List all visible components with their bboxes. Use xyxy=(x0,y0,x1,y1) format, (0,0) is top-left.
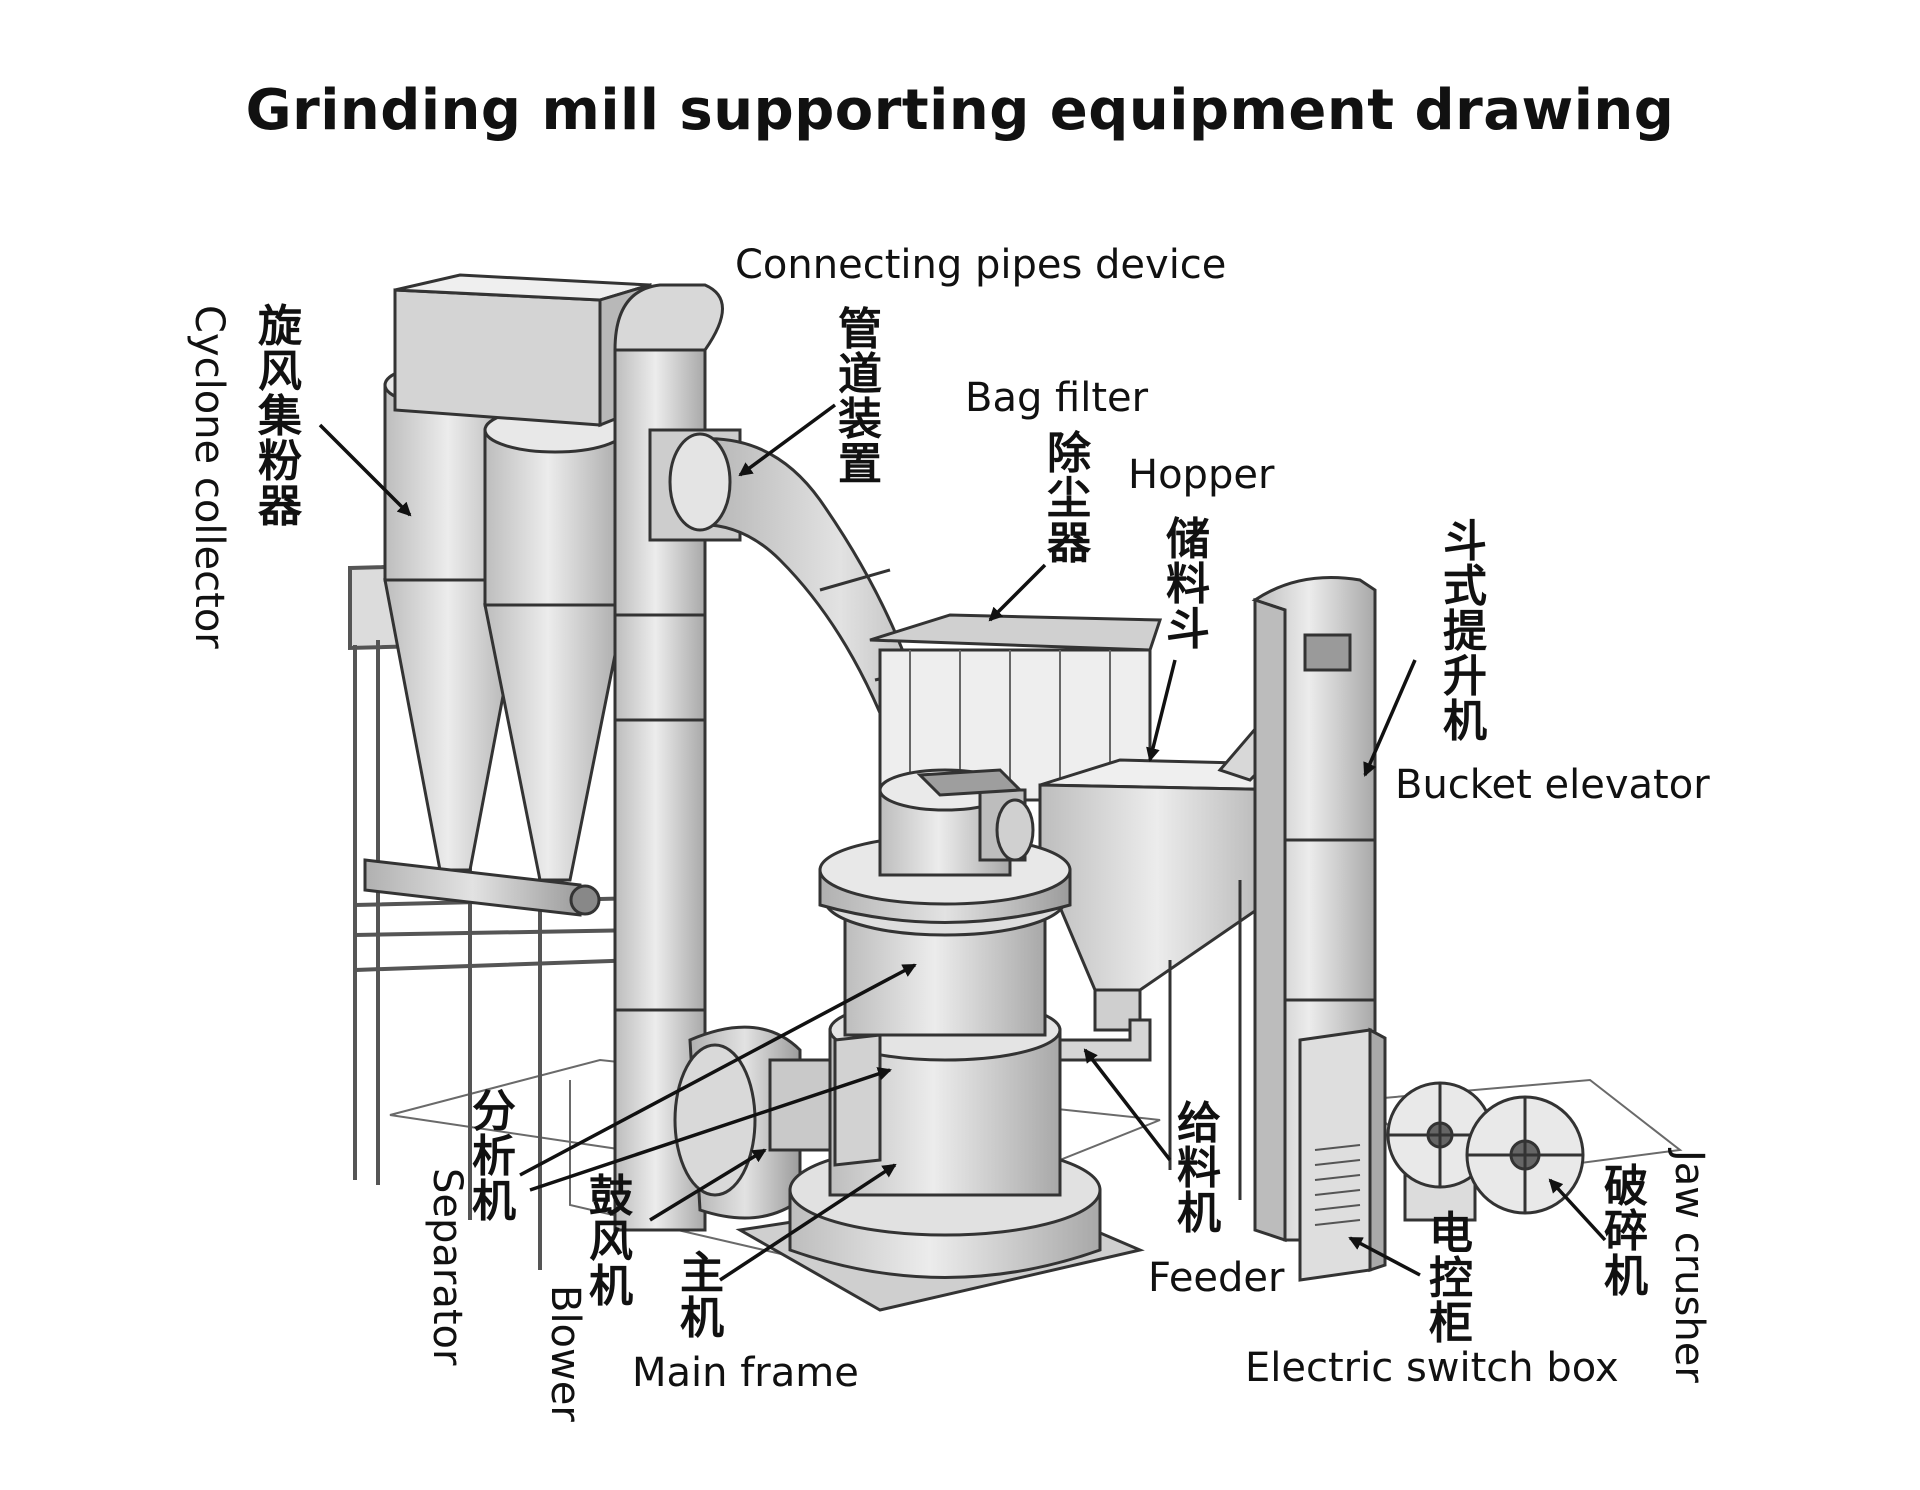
arrow-hopper xyxy=(1146,659,1177,762)
label-feeder-en: Feeder xyxy=(1148,1255,1285,1301)
label-bag-cn: 除尘器 xyxy=(1047,428,1091,569)
bag-filter xyxy=(869,613,1163,802)
arrow-blower xyxy=(649,1148,767,1222)
label-cyclone-cn: 旋风集粉器 xyxy=(258,301,302,532)
label-switch-en: Electric switch box xyxy=(1245,1345,1619,1391)
electric-switch-box xyxy=(1298,1027,1387,1282)
page-title: Grinding mill supporting equipment drawi… xyxy=(245,78,1675,143)
label-hopper-en: Hopper xyxy=(1128,452,1275,498)
arrow-feeder xyxy=(1083,1048,1172,1162)
main-mill xyxy=(735,768,1145,1312)
arrow-bag-filter xyxy=(988,563,1047,622)
label-separator-cn: 分析机 xyxy=(472,1086,516,1227)
cyclone-collector xyxy=(363,273,652,917)
label-jaw-en: Jaw crusher xyxy=(1666,1150,1712,1383)
arrow-separator-1 xyxy=(519,963,917,1177)
arrow-jaw-crusher xyxy=(1548,1178,1607,1242)
label-blower-en: Blower xyxy=(542,1285,588,1422)
arrow-elevator xyxy=(1363,659,1417,777)
label-switch-cn: 电控柜 xyxy=(1429,1208,1473,1349)
arrow-switch-box xyxy=(1348,1236,1421,1277)
label-bag-en: Bag filter xyxy=(965,375,1149,421)
jaw-crusher xyxy=(1386,1081,1585,1222)
arrow-cyclone xyxy=(318,423,412,517)
arrow-separator-2 xyxy=(529,1067,892,1192)
label-elevator-en: Bucket elevator xyxy=(1395,762,1710,808)
label-feeder-cn: 给料机 xyxy=(1177,1098,1221,1239)
arrow-main-frame xyxy=(719,1163,897,1282)
label-pipes-en: Connecting pipes device xyxy=(735,242,1227,288)
label-pipes-cn: 管道装置 xyxy=(838,304,882,490)
label-main-en: Main frame xyxy=(632,1350,859,1396)
leader-arrows xyxy=(318,403,1607,1282)
label-blower-cn: 鼓风机 xyxy=(589,1171,633,1312)
label-cyclone-en: Cyclone collector xyxy=(186,305,232,649)
label-separator-en: Separator xyxy=(424,1168,470,1366)
label-hopper-cn: 储料斗 xyxy=(1166,514,1210,655)
label-main-cn: 主机 xyxy=(680,1248,724,1344)
label-elevator-cn: 斗式提升机 xyxy=(1443,516,1487,747)
label-jaw-cn: 破碎机 xyxy=(1604,1161,1648,1302)
feeder-pipe xyxy=(1058,1018,1152,1062)
arrow-pipes xyxy=(738,403,837,477)
